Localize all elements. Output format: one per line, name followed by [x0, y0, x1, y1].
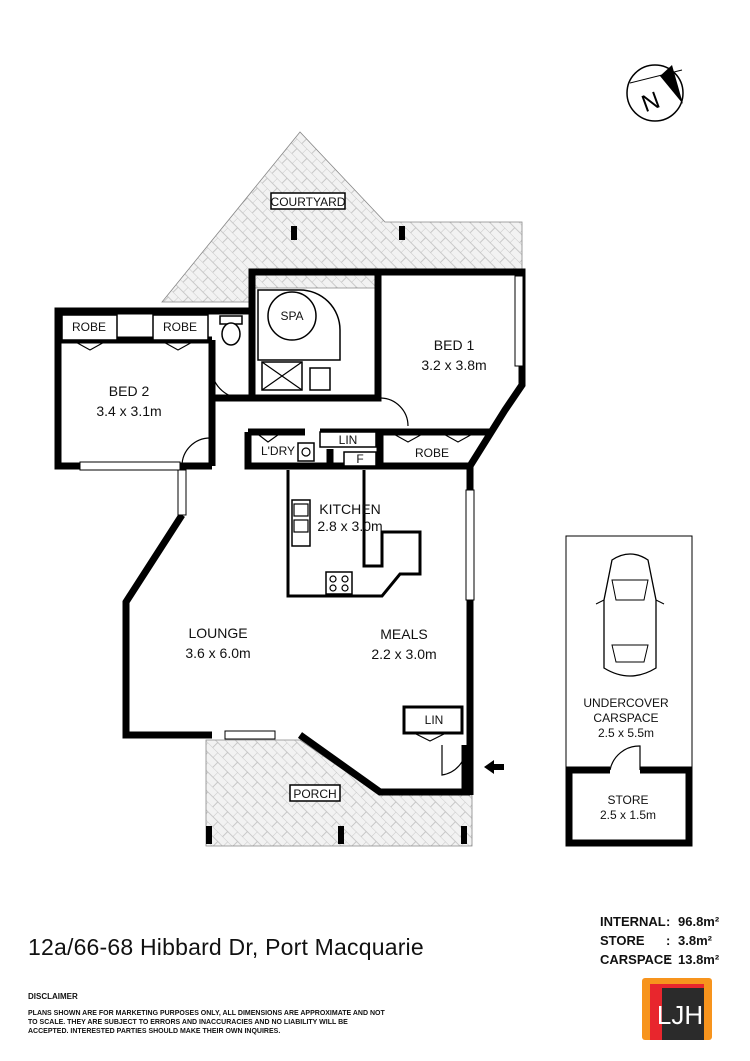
disclaimer-title: DISCLAIMER: [28, 992, 78, 1001]
area-value: 96.8m²: [678, 914, 720, 929]
porch-label: PORCH: [293, 787, 336, 801]
property-address: 12a/66-68 Hibbard Dr, Port Macquarie: [28, 934, 424, 960]
area-label: INTERNAL: [600, 914, 666, 929]
robe-right-label: ROBE: [163, 320, 197, 334]
robe-bed1-label: ROBE: [415, 446, 449, 460]
fridge-label: F: [356, 452, 363, 466]
courtyard-paving: [161, 131, 523, 303]
agency-logo: LJH: [642, 978, 712, 1040]
meals-size: 2.2 x 3.0m: [371, 646, 436, 662]
bed1-size: 3.2 x 3.8m: [421, 357, 486, 373]
porch-label-box: [289, 784, 341, 802]
courtyard-label-box: [270, 192, 346, 210]
linen-entry-label: LIN: [425, 713, 444, 727]
kitchen-bench: [286, 470, 422, 598]
lounge-wall: [122, 513, 212, 739]
bath-corridor-wall: [208, 311, 256, 466]
area-label: CARSPACE: [600, 952, 672, 967]
porch-front-wall: [297, 732, 470, 796]
store-walls: [565, 766, 693, 847]
robe-left-label: ROBE: [72, 320, 106, 334]
bed2-name: BED 2: [109, 383, 150, 399]
spa-label: SPA: [280, 309, 303, 323]
area-label: STORE: [600, 933, 645, 948]
linen-top-label: LIN: [339, 433, 358, 447]
courtyard-label: COURTYARD: [271, 195, 346, 209]
disclaimer-text: PLANS SHOWN ARE FOR MARKETING PURPOSES O…: [28, 1010, 385, 1035]
area-value: 13.8m²: [678, 952, 720, 967]
bed1-name: BED 1: [434, 337, 475, 353]
store-size: 2.5 x 1.5m: [600, 808, 656, 822]
lounge-name: LOUNGE: [188, 625, 247, 641]
area-summary: INTERNAL:96.8m² STORE:3.8m² CARSPACE:13.…: [600, 914, 720, 967]
entry-arrow: [484, 760, 504, 774]
area-value: 3.8m²: [678, 933, 712, 948]
kitchen-name: KITCHEN: [319, 501, 380, 517]
lounge-size: 3.6 x 6.0m: [185, 645, 250, 661]
carspace-line2: CARSPACE: [593, 711, 658, 725]
carspace-size: 2.5 x 5.5m: [598, 726, 654, 740]
kitchen-size: 2.8 x 3.0m: [317, 518, 382, 534]
bed2-size: 3.4 x 3.1m: [96, 403, 161, 419]
meals-name: MEALS: [380, 626, 427, 642]
north-compass-icon: N: [626, 64, 684, 122]
svg-text:LJH: LJH: [657, 1000, 703, 1030]
carspace-line1: UNDERCOVER: [583, 696, 669, 710]
car-icon: [595, 553, 665, 677]
store-name: STORE: [607, 793, 648, 807]
laundry-label: L'DRY: [261, 444, 295, 458]
